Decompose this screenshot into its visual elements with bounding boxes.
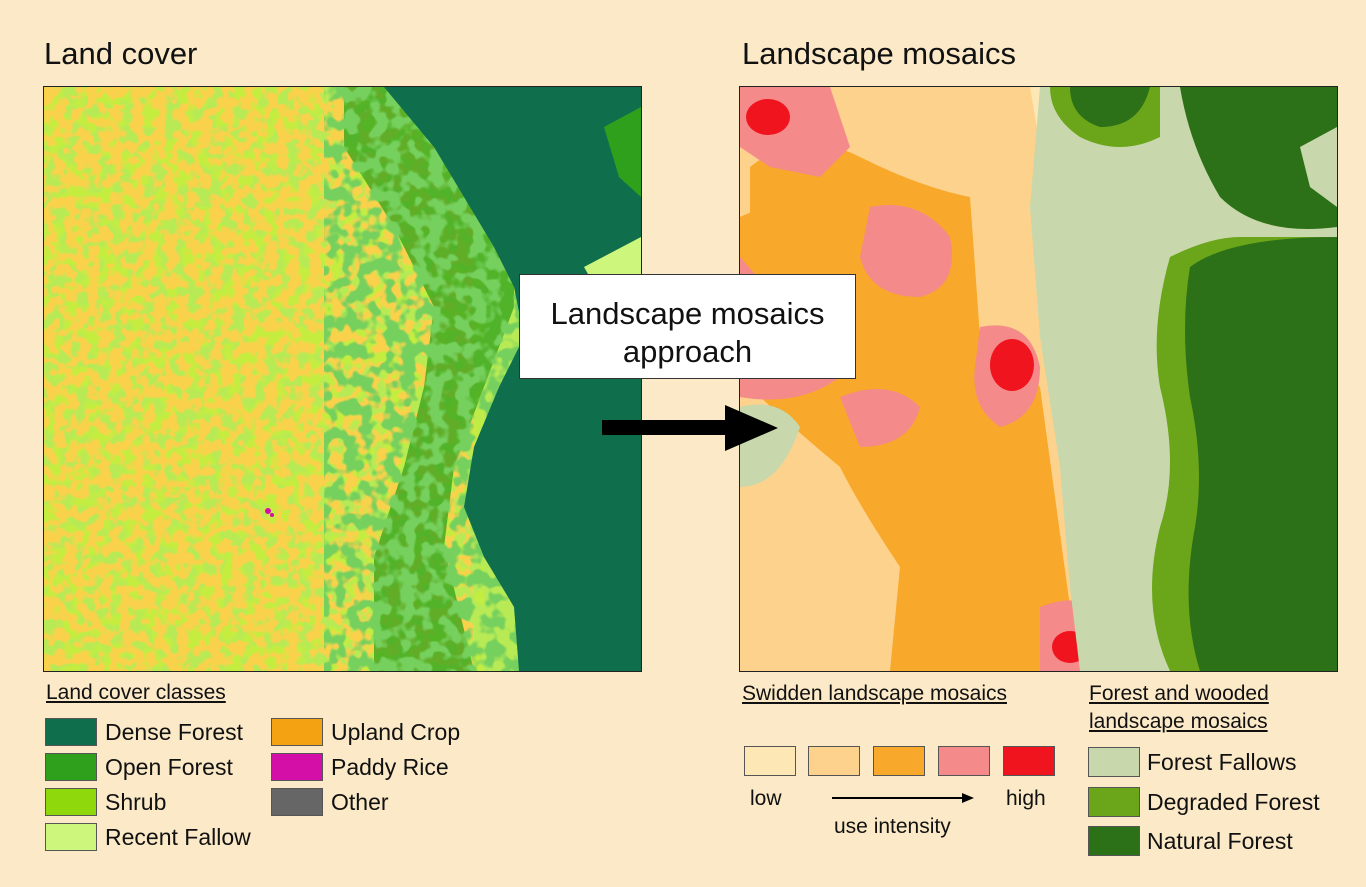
forest-fallows-label: Forest Fallows bbox=[1147, 749, 1297, 775]
recent-fallow-label: Recent Fallow bbox=[105, 824, 251, 850]
land-cover-title: Land cover bbox=[44, 36, 198, 71]
paddy-rice-swatch bbox=[271, 753, 323, 781]
open-forest-swatch bbox=[45, 753, 97, 781]
recent-fallow-swatch bbox=[45, 823, 97, 851]
intensity-arrow-icon bbox=[832, 793, 974, 803]
swidden-swatch-5 bbox=[1003, 746, 1055, 776]
swidden-swatch-2 bbox=[808, 746, 860, 776]
natural-forest-swatch bbox=[1088, 826, 1140, 856]
upland-crop-swatch bbox=[271, 718, 323, 746]
open-forest-label: Open Forest bbox=[105, 754, 233, 780]
shrub-swatch bbox=[45, 788, 97, 816]
forest-legend-heading-line-1: Forest and wooded bbox=[1089, 682, 1269, 705]
land-cover-map-image bbox=[44, 87, 641, 671]
swidden-legend-heading: Swidden landscape mosaics bbox=[742, 682, 1007, 705]
swidden-swatch-4 bbox=[938, 746, 990, 776]
natural-forest-label: Natural Forest bbox=[1147, 828, 1293, 854]
other-swatch bbox=[271, 788, 323, 816]
high-label: high bbox=[1006, 787, 1046, 810]
callout-line-1: Landscape mosaics bbox=[550, 296, 825, 331]
use-intensity-label: use intensity bbox=[834, 815, 951, 838]
forest-fallows-swatch bbox=[1088, 747, 1140, 777]
dense-forest-swatch bbox=[45, 718, 97, 746]
landscape-mosaics-map-image bbox=[740, 87, 1337, 671]
approach-arrow-icon bbox=[602, 405, 778, 451]
degraded-forest-swatch bbox=[1088, 787, 1140, 817]
landscape-mosaics-title: Landscape mosaics bbox=[742, 36, 1016, 71]
landscape-mosaics-map bbox=[739, 86, 1338, 672]
callout-line-2: approach bbox=[622, 334, 753, 369]
dense-forest-label: Dense Forest bbox=[105, 719, 244, 745]
swidden-swatch-1 bbox=[744, 746, 796, 776]
approach-callout: Landscape mosaics approach bbox=[519, 274, 856, 379]
other-label: Other bbox=[331, 789, 389, 815]
upland-crop-label: Upland Crop bbox=[331, 719, 461, 745]
low-label: low bbox=[750, 787, 782, 810]
shrub-label: Shrub bbox=[105, 789, 167, 815]
land-cover-legend-heading: Land cover classes bbox=[46, 681, 226, 704]
forest-legend-heading-line-2: landscape mosaics bbox=[1089, 710, 1268, 733]
paddy-rice-label: Paddy Rice bbox=[331, 754, 449, 780]
swidden-swatch-3 bbox=[873, 746, 925, 776]
degraded-forest-label: Degraded Forest bbox=[1147, 789, 1320, 815]
land-cover-map bbox=[43, 86, 642, 672]
